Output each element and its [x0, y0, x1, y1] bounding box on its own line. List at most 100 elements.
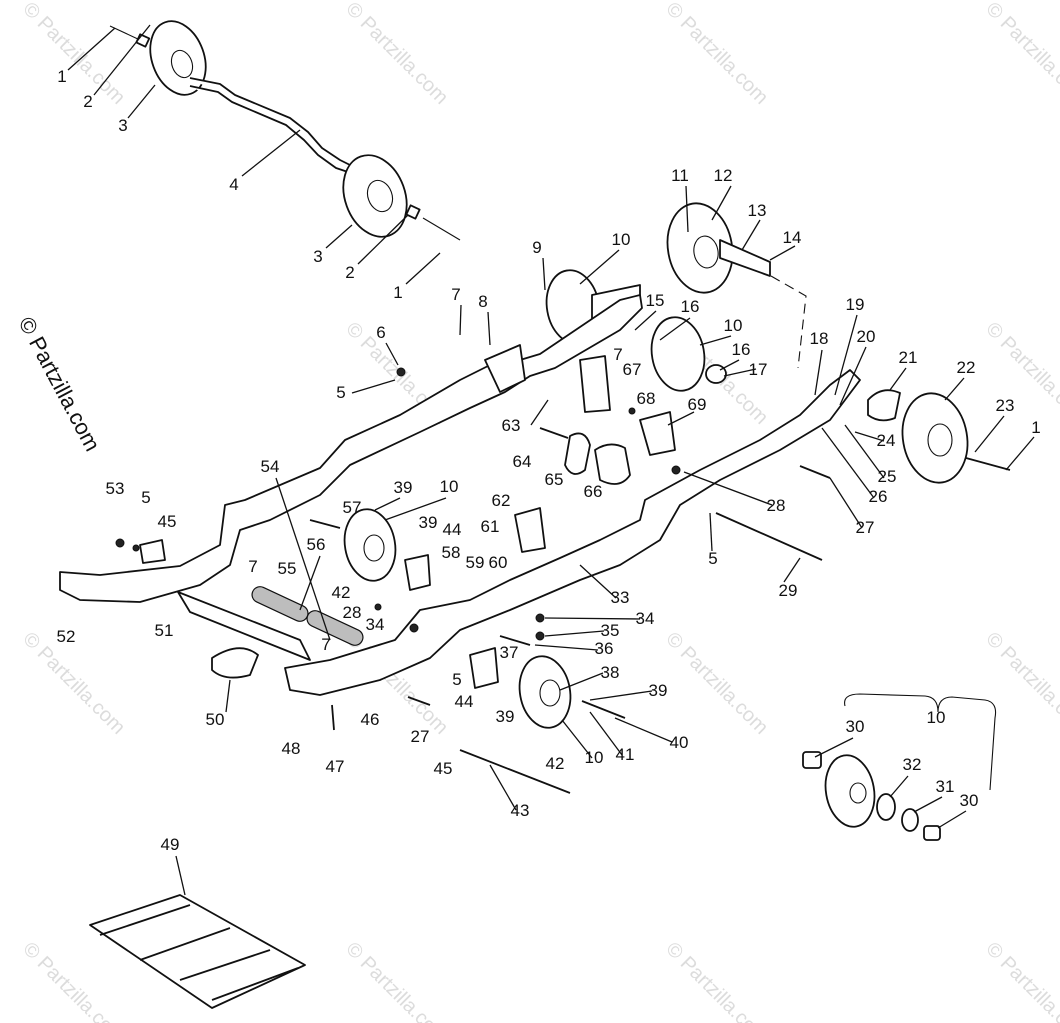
leader-lines	[67, 24, 1035, 896]
leader	[385, 342, 399, 366]
callout-61: 61	[481, 517, 500, 536]
leader	[325, 224, 353, 249]
leader	[275, 477, 331, 641]
wheel	[518, 655, 572, 729]
leader	[357, 214, 409, 265]
leader	[579, 564, 617, 599]
leader	[937, 810, 967, 829]
callout-2: 2	[345, 263, 354, 282]
watermark: © Partzilla.com	[661, 628, 772, 739]
callout-42: 42	[332, 583, 351, 602]
leader	[844, 424, 885, 479]
callout-22: 22	[957, 358, 976, 377]
callout-18: 18	[810, 329, 829, 348]
leader	[487, 311, 491, 346]
nut	[671, 465, 681, 475]
leader	[634, 310, 657, 331]
bracket	[484, 344, 526, 393]
callout-63: 63	[502, 416, 521, 435]
callout-6: 6	[376, 323, 385, 342]
leader	[839, 346, 867, 406]
callout-53: 53	[106, 479, 125, 498]
bushing	[802, 751, 822, 769]
track-rod	[211, 967, 299, 1001]
callout-10: 10	[440, 477, 459, 496]
callout-44: 44	[455, 692, 474, 711]
bearing	[876, 793, 896, 821]
callout-33: 33	[611, 588, 630, 607]
track-section	[89, 894, 306, 1009]
leader	[374, 497, 401, 511]
bolt	[499, 635, 531, 646]
leader	[709, 512, 713, 552]
callout-40: 40	[670, 733, 689, 752]
callout-9: 9	[532, 238, 541, 257]
callout-5: 5	[452, 670, 461, 689]
callout-55: 55	[278, 559, 297, 578]
callout-16: 16	[732, 340, 751, 359]
bumper	[564, 432, 591, 475]
leader	[913, 796, 943, 813]
callout-44: 44	[443, 520, 462, 539]
callout-34: 34	[636, 609, 655, 628]
leader	[667, 411, 695, 426]
watermark: © Partzilla.com	[981, 938, 1060, 1023]
callout-32: 32	[903, 755, 922, 774]
bushing	[923, 825, 941, 841]
callout-64: 64	[513, 452, 532, 471]
callout-7: 7	[248, 557, 257, 576]
callout-5: 5	[336, 383, 345, 402]
watermark: © Partzilla.com	[981, 0, 1060, 109]
bumper	[594, 443, 631, 485]
callout-4: 4	[229, 175, 238, 194]
leader	[579, 249, 620, 285]
bolt	[407, 696, 431, 706]
callout-51: 51	[155, 621, 174, 640]
callout-14: 14	[783, 228, 802, 247]
leader	[719, 359, 740, 371]
callout-54: 54	[261, 457, 280, 476]
callout-16: 16	[681, 297, 700, 316]
callout-24: 24	[877, 431, 896, 450]
leader	[384, 497, 447, 521]
callout-49: 49	[161, 835, 180, 854]
callout-13: 13	[748, 201, 767, 220]
bolt	[539, 427, 569, 439]
washer	[628, 407, 636, 415]
callout-68: 68	[637, 389, 656, 408]
callout-5: 5	[141, 488, 150, 507]
leader	[405, 252, 441, 285]
leader	[821, 427, 875, 499]
leader	[814, 737, 854, 758]
callout-1: 1	[1031, 418, 1040, 437]
leader	[699, 335, 732, 346]
callout-1: 1	[393, 283, 402, 302]
leader	[542, 257, 546, 291]
rear-wheel	[901, 392, 969, 484]
bolt	[799, 465, 831, 479]
callout-1: 1	[57, 67, 66, 86]
callout-7: 7	[321, 635, 330, 654]
callout-17: 17	[749, 360, 768, 379]
bracket	[404, 554, 431, 591]
callout-34: 34	[366, 615, 385, 634]
callout-8: 8	[478, 292, 487, 311]
nut	[374, 603, 382, 611]
wheel	[666, 202, 734, 294]
callout-36: 36	[595, 639, 614, 658]
callout-62: 62	[492, 491, 511, 510]
watermark: © Partzilla.com	[341, 938, 452, 1023]
leader	[559, 672, 604, 691]
track-panel	[89, 894, 306, 1009]
leader	[769, 245, 796, 261]
callout-65: 65	[545, 470, 564, 489]
callout-66: 66	[584, 482, 603, 501]
callout-52: 52	[57, 627, 76, 646]
nut	[115, 538, 125, 548]
leader	[225, 679, 231, 713]
leader	[241, 129, 301, 177]
leader	[589, 711, 623, 756]
leader	[814, 349, 823, 396]
watermark: © Partzilla.com	[661, 938, 772, 1023]
